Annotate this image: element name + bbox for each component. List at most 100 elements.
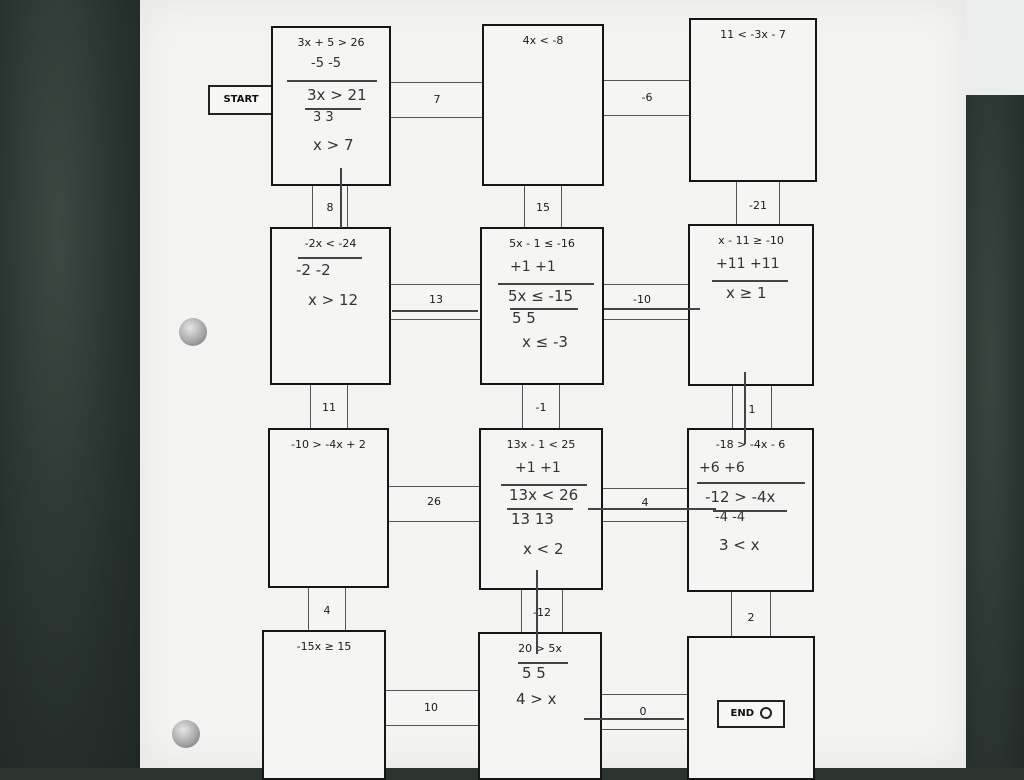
handwritten-work: +1 +1 [515, 460, 561, 476]
connector-5-6 [600, 284, 692, 320]
handwritten-work: 3 < x [719, 536, 760, 554]
handwritten-work: x ≤ -3 [522, 333, 568, 351]
work-underline [498, 283, 594, 285]
connector-value: 15 [536, 201, 550, 214]
start-label: START [208, 85, 274, 115]
handwritten-work: -12 > -4x [705, 488, 776, 506]
connector-7-8 [386, 486, 482, 522]
connector-2-3 [602, 80, 692, 116]
handwritten-work: 5 5 [512, 309, 536, 327]
end-label: END [717, 700, 785, 728]
problem-box-3: 11 < -3x - 7 [689, 18, 817, 182]
connector-value: 8 [326, 201, 334, 214]
connector-8-11 [521, 588, 563, 636]
problem-text: x - 11 ≥ -10 [718, 234, 784, 247]
connector-3-6 [736, 180, 780, 228]
connector-9-end [731, 590, 771, 638]
drawn-arrow-left-1 [588, 508, 716, 510]
drawn-arrow-down-1 [340, 168, 342, 228]
connector-value: -6 [641, 91, 653, 104]
handwritten-work: +6 +6 [699, 460, 745, 476]
handwritten-work: x ≥ 1 [726, 284, 767, 302]
problem-text: -18 > -4x - 6 [715, 438, 786, 451]
work-fraction-bar [305, 108, 361, 110]
connector-value: -10 [633, 293, 651, 306]
connector-2-5 [524, 184, 562, 230]
problem-text: 20 > 5x [518, 642, 562, 655]
problem-box-8: 13x - 1 < 25 +1 +1 13x < 26 13 13 x < 2 [479, 428, 603, 590]
problem-text: -10 > -4x + 2 [291, 438, 366, 451]
handwritten-work: 5 5 [522, 664, 546, 682]
work-underline [287, 80, 377, 82]
work-fraction-bar [298, 257, 362, 259]
connector-value: 11 [322, 401, 336, 414]
drawn-arrow-right-2 [604, 308, 700, 310]
problem-box-10: -15x ≥ 15 [262, 630, 386, 780]
work-fraction-bar [518, 662, 568, 664]
problem-text: 11 < -3x - 7 [720, 28, 786, 41]
work-fraction-bar [510, 308, 578, 310]
problem-text: 5x - 1 ≤ -16 [509, 237, 575, 250]
connector-1-4 [312, 184, 348, 230]
drawn-arrow-right-3 [584, 718, 684, 720]
handwritten-work: 4 > x [516, 690, 557, 708]
work-fraction-bar [713, 510, 787, 512]
punch-hole-bottom [172, 720, 200, 748]
connector-value: 0 [639, 705, 647, 718]
connector-5-8 [522, 384, 560, 430]
problem-box-7: -10 > -4x + 2 [268, 428, 389, 588]
connector-value: 7 [433, 93, 441, 106]
connector-value: 26 [427, 495, 441, 508]
work-underline [712, 280, 788, 282]
punch-hole-top [179, 318, 207, 346]
work-underline [697, 482, 805, 484]
drawn-arrow-down-2 [744, 372, 746, 444]
connector-7-10 [308, 586, 346, 634]
connector-value: 10 [424, 701, 438, 714]
handwritten-work: 13x < 26 [509, 486, 579, 504]
handwritten-work: -2 -2 [296, 261, 331, 279]
problem-box-1: 3x + 5 > 26 -5 -5 3x > 21 3 3 x > 7 [271, 26, 391, 186]
connector-value: -21 [749, 199, 767, 212]
end-circle-icon [759, 707, 772, 719]
drawn-arrow-down-3 [536, 570, 538, 654]
connector-value: 1 [748, 403, 756, 416]
problem-box-5: 5x - 1 ≤ -16 +1 +1 5x ≤ -15 5 5 x ≤ -3 [480, 227, 604, 385]
end-text: END [730, 708, 755, 719]
connector-value: 2 [747, 611, 755, 624]
end-box: END [687, 636, 815, 780]
handwritten-work: +11 +11 [716, 256, 780, 272]
connector-4-5 [388, 284, 484, 320]
problem-text: -2x < -24 [304, 237, 357, 250]
handwritten-work: x > 12 [308, 291, 359, 309]
problem-box-4: -2x < -24 -2 -2 x > 12 [270, 227, 391, 385]
handwritten-work: x > 7 [313, 136, 354, 154]
connector-1-2 [388, 82, 486, 118]
problem-text: 4x < -8 [522, 34, 564, 47]
handwritten-work: 13 13 [511, 510, 554, 528]
connector-value: -12 [533, 606, 551, 619]
problem-box-2: 4x < -8 [482, 24, 604, 186]
connector-value: 4 [641, 496, 649, 509]
work-fraction-bar [507, 508, 573, 510]
work-underline [501, 484, 587, 486]
handwritten-work: -4 -4 [715, 510, 746, 525]
problem-text: -15x ≥ 15 [296, 640, 352, 653]
problem-box-9: -18 > -4x - 6 +6 +6 -12 > -4x -4 -4 3 < … [687, 428, 814, 592]
handwritten-work: x < 2 [523, 540, 564, 558]
problem-box-11: 20 > 5x 5 5 4 > x [478, 632, 602, 780]
problem-text: 13x - 1 < 25 [506, 438, 576, 451]
desk-surface-top-right [955, 0, 1024, 100]
connector-4-7 [310, 384, 348, 430]
connector-8-9 [600, 488, 692, 522]
handwritten-work: 3 3 [313, 110, 334, 125]
connector-value: 13 [429, 293, 443, 306]
desk-surface-left [0, 0, 142, 768]
handwritten-work: 5x ≤ -15 [508, 287, 574, 305]
drawn-arrow-right-1 [392, 310, 478, 312]
problem-box-6: x - 11 ≥ -10 +11 +11 x ≥ 1 [688, 224, 814, 386]
handwritten-work: 3x > 21 [307, 86, 367, 104]
connector-value: -1 [535, 401, 547, 414]
connector-11-end [600, 694, 692, 730]
handwritten-work: -5 -5 [311, 56, 342, 71]
